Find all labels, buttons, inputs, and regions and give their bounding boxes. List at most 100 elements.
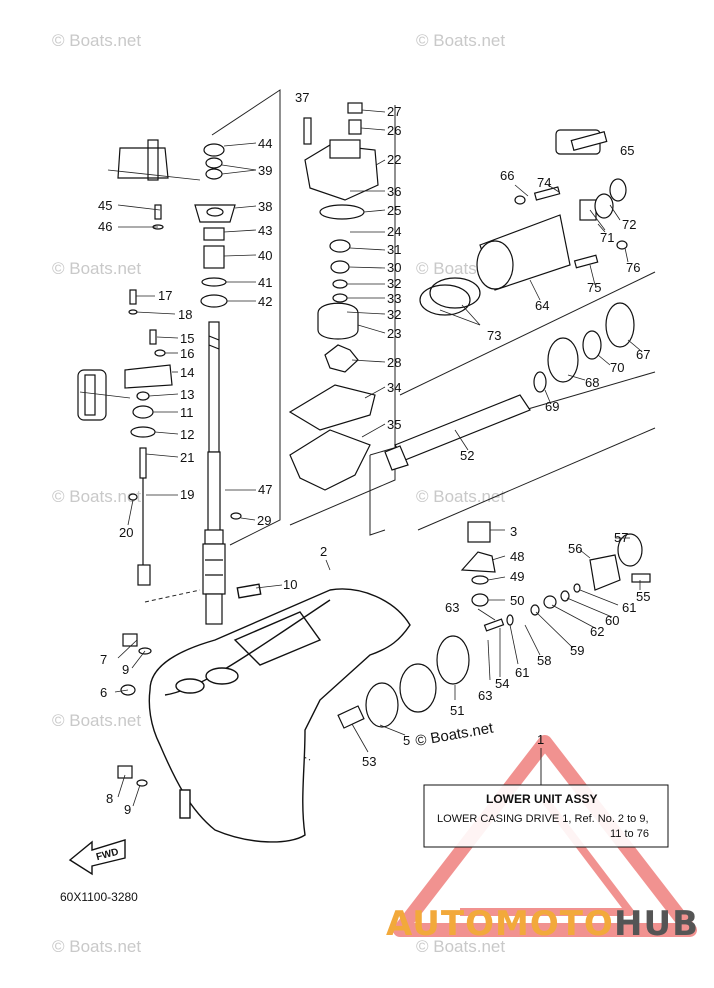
callout-75: 75 (587, 280, 601, 295)
bearing-stack (194, 143, 236, 308)
callout-21: 21 (180, 450, 194, 465)
callout-56: 56 (568, 541, 582, 556)
watermark-8: © Boats.net (52, 937, 141, 956)
watermark-3: © Boats.net (52, 259, 141, 278)
callout-55: 55 (636, 589, 650, 604)
callout-8: 8 (106, 791, 113, 806)
callout-38: 38 (258, 199, 272, 214)
callout-32b: 32 (387, 307, 401, 322)
watermark-9: © Boats.net (416, 937, 505, 956)
callout-16: 16 (180, 346, 194, 361)
callout-18: 18 (178, 307, 192, 322)
callout-31: 31 (387, 242, 401, 257)
callout-28: 28 (387, 355, 401, 370)
callout-63a: 63 (445, 600, 459, 615)
parts-box-title: LOWER UNIT ASSY (486, 792, 598, 806)
callout-50: 50 (510, 593, 524, 608)
callout-54: 54 (495, 676, 509, 691)
callout-52: 52 (460, 448, 474, 463)
callout-48: 48 (510, 549, 524, 564)
callout-19: 19 (180, 487, 194, 502)
callout-47: 47 (258, 482, 272, 497)
callout-36: 36 (387, 184, 401, 199)
callout-59: 59 (570, 643, 584, 658)
callout-53: 53 (362, 754, 376, 769)
water-pump (288, 102, 379, 491)
callout-39: 39 (258, 163, 272, 178)
parts-box-line1: LOWER CASING DRIVE 1, Ref. No. 2 to 9, (437, 813, 649, 825)
callout-6: 6 (100, 685, 107, 700)
callout-32a: 32 (387, 276, 401, 291)
callout-labels: 37 27 26 44 39 22 36 45 38 25 46 43 24 4… (98, 90, 650, 817)
callout-10: 10 (283, 577, 297, 592)
callout-76: 76 (626, 260, 640, 275)
callout-68: 68 (585, 375, 599, 390)
callout-24: 24 (387, 224, 401, 239)
callout-44: 44 (258, 136, 272, 151)
callout-23: 23 (387, 326, 401, 341)
watermark-7: © Boats.net (52, 711, 141, 730)
callout-27: 27 (387, 104, 401, 119)
callout-37: 37 (295, 90, 309, 105)
parts-box-line2: 11 to 76 (610, 828, 649, 840)
watermark-6: © Boats.net (416, 487, 505, 506)
callout-62: 62 (590, 624, 604, 639)
callout-33: 33 (387, 291, 401, 306)
bottom-watermark: © Boats.net (414, 719, 495, 750)
callout-58: 58 (537, 653, 551, 668)
callout-14: 14 (180, 365, 194, 380)
callout-45: 45 (98, 198, 112, 213)
callout-30: 30 (387, 260, 401, 275)
callout-41: 41 (258, 275, 272, 290)
callout-40: 40 (258, 248, 272, 263)
gear-train (337, 129, 651, 729)
callout-26: 26 (387, 123, 401, 138)
callout-35: 35 (387, 417, 401, 432)
callout-11: 11 (180, 405, 194, 420)
callout-74: 74 (537, 175, 551, 190)
callout-20: 20 (119, 525, 133, 540)
callout-57: 57 (614, 530, 628, 545)
callout-66: 66 (500, 168, 514, 183)
brand-hub: HUB (614, 904, 699, 944)
callout-64: 64 (535, 298, 549, 313)
leader-lines (79, 109, 641, 807)
callout-17: 17 (158, 288, 172, 303)
brand-auto: AUTO (386, 904, 495, 944)
callout-34: 34 (387, 380, 401, 395)
callout-3: 3 (510, 524, 517, 539)
callout-25: 25 (387, 203, 401, 218)
callout-13: 13 (180, 387, 194, 402)
diagram-code: 60X1100-3280 (60, 890, 138, 904)
callout-43: 43 (258, 223, 272, 238)
watermark-5: © Boats.net (52, 487, 141, 506)
drive-shaft (202, 321, 226, 625)
callout-12: 12 (180, 427, 194, 442)
parts-box: 1 LOWER UNIT ASSY LOWER CASING DRIVE 1, … (423, 732, 669, 848)
callout-5: 5 (403, 733, 410, 748)
callout-61a: 61 (622, 600, 636, 615)
callout-49: 49 (510, 569, 524, 584)
callout-71: 71 (600, 230, 614, 245)
brand-logo: AUTO MOTO HUB (386, 904, 699, 944)
watermark-1: © Boats.net (52, 31, 141, 50)
callout-7: 7 (100, 652, 107, 667)
callout-72: 72 (622, 217, 636, 232)
callout-2: 2 (320, 544, 327, 559)
callout-42: 42 (258, 294, 272, 309)
callout-9a: 9 (122, 662, 129, 677)
callout-9b: 9 (124, 802, 131, 817)
callout-60: 60 (605, 613, 619, 628)
callout-67: 67 (636, 347, 650, 362)
callout-73: 73 (487, 328, 501, 343)
callout-61b: 61 (515, 665, 529, 680)
callout-69: 69 (545, 399, 559, 414)
watermark-2: © Boats.net (416, 31, 505, 50)
callout-15: 15 (180, 331, 194, 346)
brand-moto: MOTO (495, 904, 614, 944)
lower-casing (148, 583, 411, 843)
callout-29: 29 (257, 513, 271, 528)
fwd-arrow: FWD (68, 839, 126, 876)
callout-63b: 63 (478, 688, 492, 703)
